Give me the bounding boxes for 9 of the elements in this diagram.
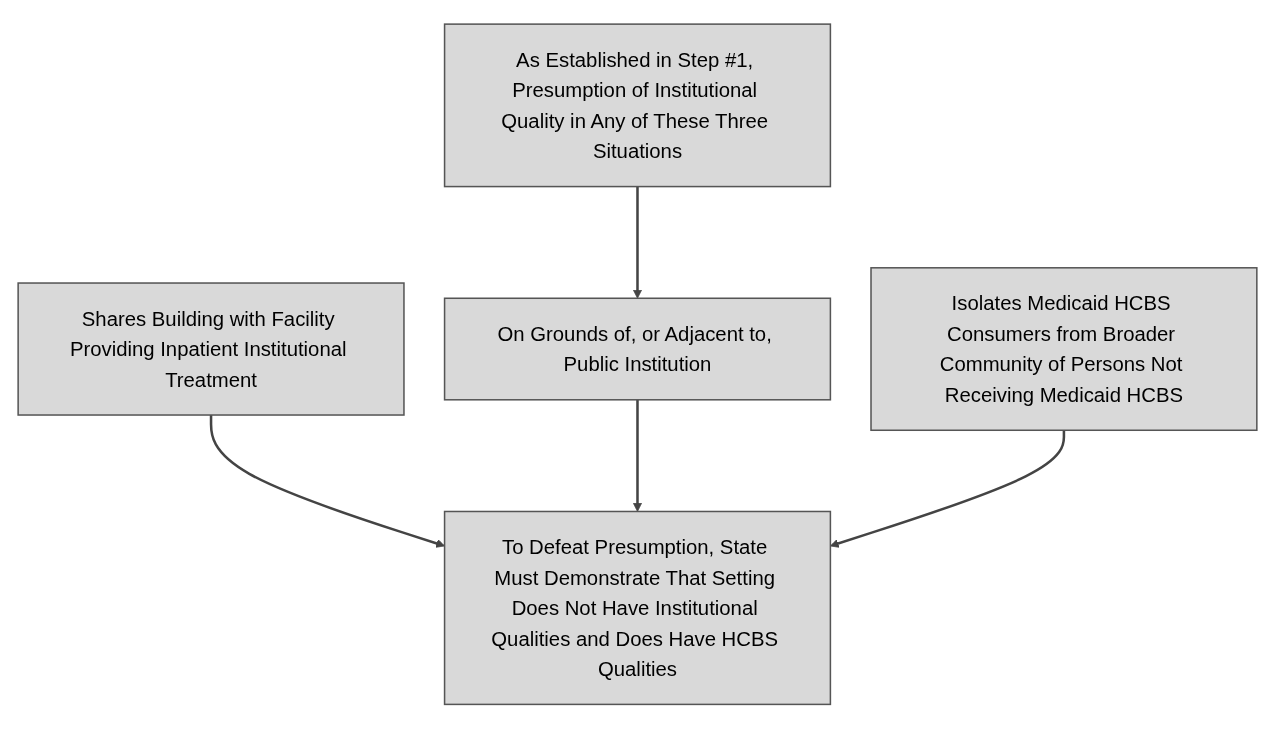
arrow	[633, 400, 642, 513]
arrow	[633, 186, 642, 299]
node-box: On Grounds of, or Adjacent to, Public Institution	[443, 297, 832, 401]
arrow	[830, 430, 1066, 548]
node-box: To Defeat Presumption, State Must Demonstrate That Setting Does Not Have Institutional Qualities and Does Have HCBS Qualities	[443, 510, 832, 706]
node-box: Isolates Medicaid HCBS Consumers from Broader Community of Persons Not Receiving Medicaid HCBS	[870, 267, 1258, 432]
arrow	[209, 415, 445, 548]
node-box: Shares Building with Facility Providing Inpatient Institutional Treatment	[17, 282, 405, 416]
node-box: As Established in Step #1, Presumption of Institutional Quality in Any of These Three Situations	[443, 23, 832, 188]
